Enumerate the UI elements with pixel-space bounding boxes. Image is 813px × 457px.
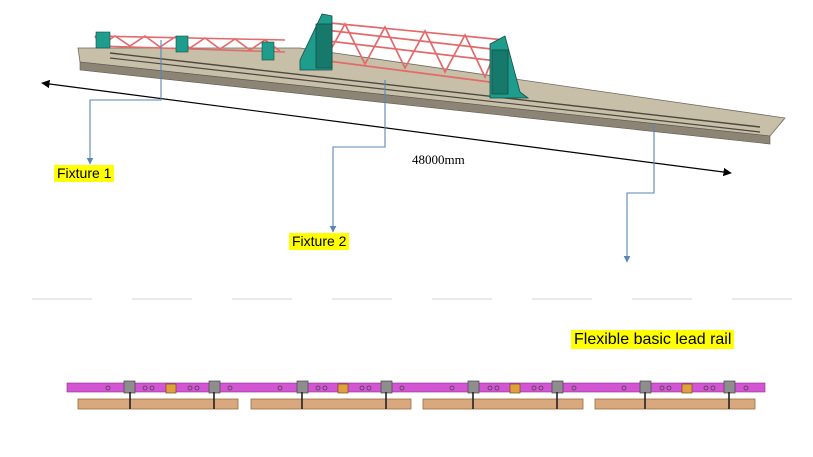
leader-line-fixture-2 [329, 80, 386, 233]
dimension-label: 48000mm [412, 152, 465, 167]
dimension-arrow [41, 79, 732, 177]
fixture-2-truss [319, 21, 506, 85]
lower-rail-view [66, 380, 766, 410]
label-fixture-2: Fixture 2 [289, 233, 350, 250]
rail-top-strip [66, 382, 766, 393]
rail-center-blocks [165, 383, 693, 394]
base-rail-3d [77, 47, 786, 145]
label-fixture-1: Fixture 1 [54, 165, 115, 182]
rail-bolts [105, 385, 749, 391]
fixture-2-clamps [299, 13, 530, 99]
rail-posts [129, 392, 730, 409]
rail-grey-blocks [123, 380, 736, 394]
rail-base-blocks [77, 398, 756, 410]
label-flexible-lead-rail: Flexible basic lead rail [571, 330, 735, 349]
leader-line-fixture-1 [86, 40, 162, 165]
fixture-1-clamps [95, 31, 275, 61]
leader-line-rail [623, 125, 655, 263]
fixture-1-truss [94, 35, 286, 53]
